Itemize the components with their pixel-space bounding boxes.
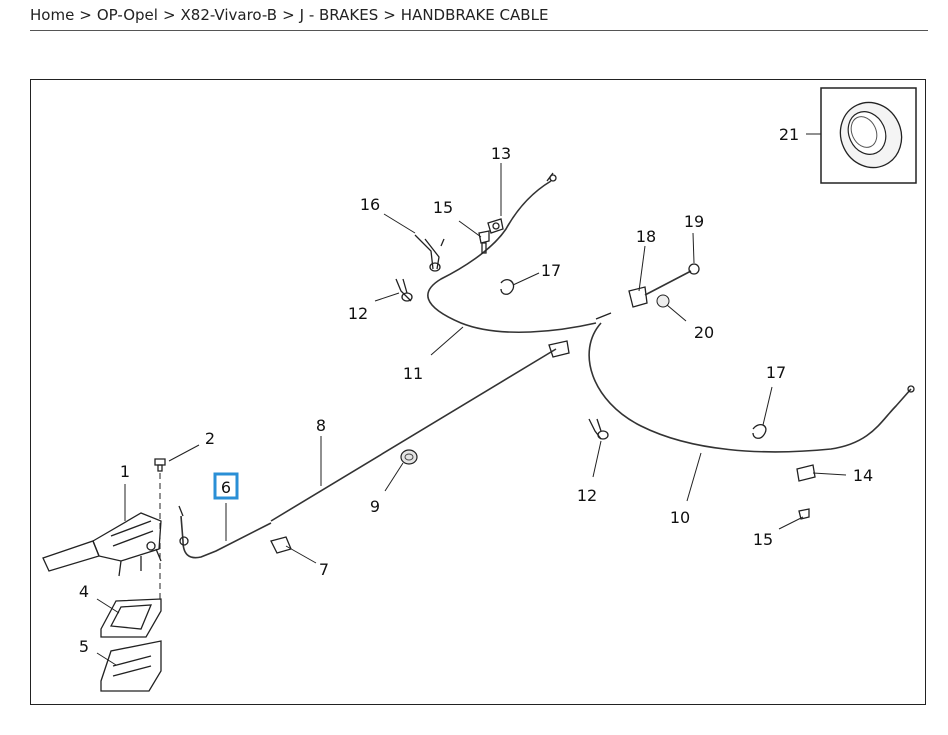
callout-1[interactable]: 1 [120, 462, 130, 481]
part-11-rear-cable-left[interactable] [427, 172, 612, 334]
part-12-spring-top[interactable] [395, 278, 413, 302]
callout-leader-lines [96, 133, 847, 666]
callout-17-top[interactable]: 17 [541, 261, 561, 280]
part-9-grommet[interactable] [400, 449, 418, 465]
part-19-nut[interactable] [688, 263, 700, 275]
callout-6[interactable]: 6 [221, 478, 231, 497]
inset-box-21 [820, 87, 917, 184]
callout-20[interactable]: 20 [694, 323, 714, 342]
equalizer-bracket[interactable] [548, 340, 570, 358]
breadcrumb-separator: > [282, 6, 295, 24]
callout-8[interactable]: 8 [316, 416, 326, 435]
breadcrumb-separator: > [383, 6, 396, 24]
breadcrumb-separator: > [162, 6, 176, 24]
breadcrumb-home[interactable]: Home [30, 6, 75, 24]
breadcrumb-model[interactable]: X82-Vivaro-B [180, 6, 278, 24]
breadcrumb-group[interactable]: J - BRAKES [299, 6, 379, 24]
part-12-spring-lower[interactable] [588, 418, 609, 440]
callout-5[interactable]: 5 [79, 637, 89, 656]
callout-15-lower[interactable]: 15 [753, 530, 773, 549]
part-17-clip-top[interactable] [500, 279, 515, 295]
callout-21[interactable]: 21 [779, 125, 799, 144]
part-7-clip[interactable] [270, 536, 292, 554]
breadcrumb: Home>OP-Opel>X82-Vivaro-B>J - BRAKES>HAN… [30, 6, 928, 31]
callout-16[interactable]: 16 [360, 195, 380, 214]
callout-7[interactable]: 7 [319, 560, 329, 579]
callout-9[interactable]: 9 [370, 497, 380, 516]
part-17-clip-right[interactable] [752, 423, 767, 439]
callout-18[interactable]: 18 [636, 227, 656, 246]
part-10-rear-cable-right[interactable] [588, 322, 915, 453]
parts-diagram-frame: 1 2 4 5 6 7 8 9 10 11 12 12 13 14 15 15 … [30, 79, 926, 705]
selected-callout-highlight [213, 472, 239, 500]
callout-labels: 1 2 4 5 6 7 8 9 10 11 12 12 13 14 15 15 … [79, 125, 873, 656]
part-21-ring[interactable] [830, 92, 912, 177]
callout-4[interactable]: 4 [79, 582, 89, 601]
callout-10[interactable]: 10 [670, 508, 690, 527]
part-5-console[interactable] [100, 640, 162, 692]
breadcrumb-current: HANDBRAKE CABLE [400, 6, 549, 24]
callout-13[interactable]: 13 [491, 144, 511, 163]
part-15-bolt-top[interactable] [478, 230, 490, 254]
part-20-nut[interactable] [656, 294, 670, 308]
breadcrumb-make[interactable]: OP-Opel [96, 6, 158, 24]
breadcrumb-separator: > [79, 6, 92, 24]
part-4-boot[interactable] [100, 598, 162, 638]
part-2-bolt[interactable] [154, 458, 166, 472]
part-8-cable[interactable] [270, 348, 557, 522]
part-14-bracket[interactable] [796, 464, 816, 482]
part-15-bolt-lower[interactable] [798, 508, 810, 520]
callout-11[interactable]: 11 [403, 364, 423, 383]
part-16-spring[interactable] [414, 234, 445, 272]
callout-15-top[interactable]: 15 [433, 198, 453, 217]
callout-17-right[interactable]: 17 [766, 363, 786, 382]
callout-2[interactable]: 2 [205, 429, 215, 448]
parts-diagram: 1 2 4 5 6 7 8 9 10 11 12 12 13 14 15 15 … [42, 87, 917, 692]
part-6-front-cable[interactable] [178, 505, 272, 559]
callout-12-lower[interactable]: 12 [577, 486, 597, 505]
callout-19[interactable]: 19 [684, 212, 704, 231]
part-1-handbrake-lever[interactable] [42, 512, 162, 577]
callout-12-top[interactable]: 12 [348, 304, 368, 323]
callout-14[interactable]: 14 [853, 466, 873, 485]
part-13-bracket[interactable] [487, 218, 504, 234]
